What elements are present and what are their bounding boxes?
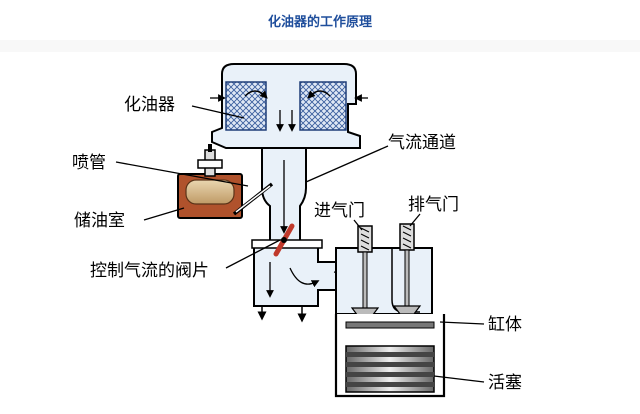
title-shadow-band: [0, 40, 640, 52]
nozzle-tube: [232, 182, 274, 216]
air-passage: [261, 147, 307, 247]
diagram-title: 化油器的工作原理: [268, 14, 372, 30]
label-throttle: 控制气流的阀片: [90, 261, 209, 281]
piston: [345, 345, 435, 393]
label-intake-valve: 进气门: [314, 201, 365, 221]
fuel-reservoir: [177, 144, 243, 219]
leader-throttle: [225, 239, 281, 269]
label-cylinder: 缸体: [488, 314, 522, 335]
cylinder-head: [335, 247, 433, 315]
leader-intake: [353, 219, 363, 231]
leader-exhaust: [409, 213, 421, 227]
leader-carburetor: [191, 105, 245, 119]
leader-reservoir: [143, 207, 185, 221]
float: [185, 179, 235, 205]
label-airflow: 气流通道: [388, 133, 456, 153]
label-reservoir: 储油室: [74, 211, 125, 231]
label-nozzle: 喷管: [72, 153, 106, 173]
label-piston: 活塞: [488, 373, 522, 393]
leader-nozzle: [115, 161, 249, 187]
leader-piston: [433, 375, 485, 383]
airflow-arrows-head: [244, 90, 331, 132]
throttle-valve: [273, 223, 295, 257]
leader-airflow: [305, 145, 389, 183]
exhaust-valve: [392, 223, 422, 315]
filter-element-left: [225, 81, 267, 131]
filter-element-right: [299, 81, 347, 131]
label-exhaust-valve: 排气门: [408, 195, 459, 215]
leader-cylinder: [439, 321, 485, 325]
air-filter-housing: [210, 63, 368, 149]
label-carburetor: 化油器: [124, 95, 175, 115]
